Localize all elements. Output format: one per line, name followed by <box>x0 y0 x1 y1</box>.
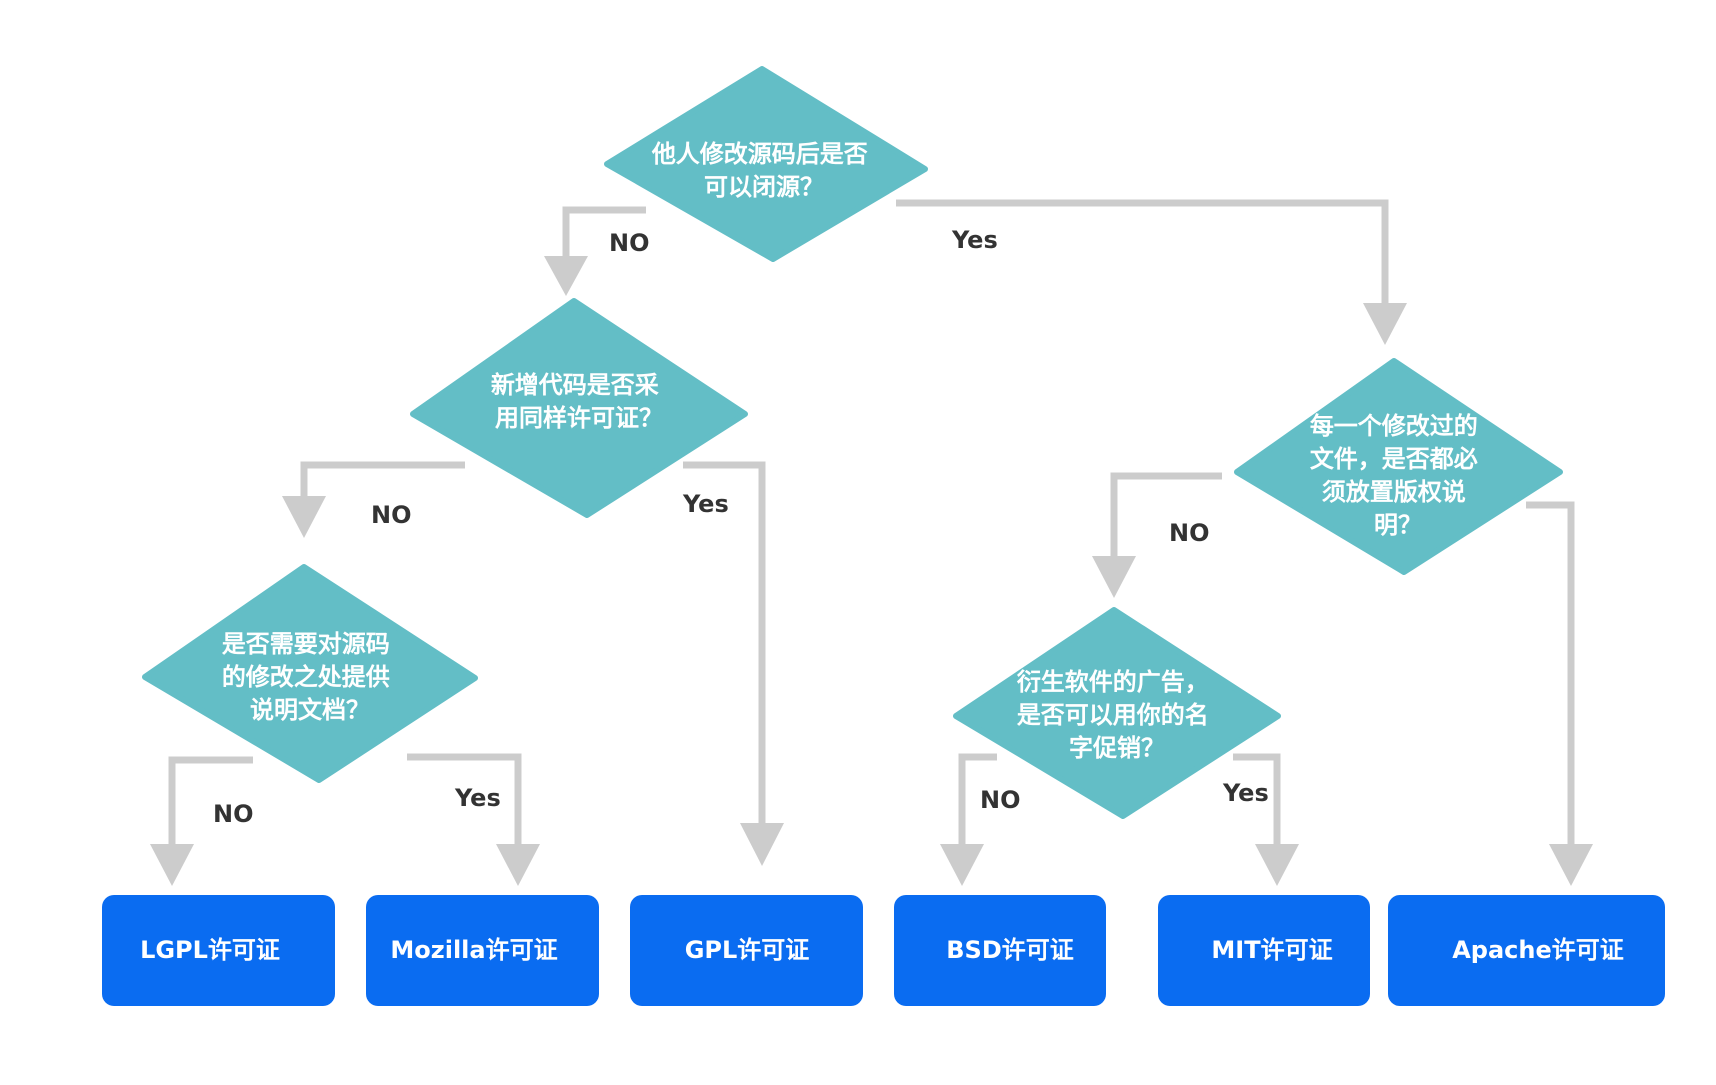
decision-copyright-notice: 每一个修改过的 文件，是否都必 须放置版权说 明？ <box>1234 358 1563 575</box>
result-mit-box <box>1158 895 1370 1006</box>
arrowhead-copyright-no <box>1092 556 1136 598</box>
label-same-license-yes: Yes <box>682 490 729 518</box>
edge-labels: NO Yes NO Yes NO Yes NO NO Yes <box>213 226 1269 828</box>
decision-copyright-notice-text: 每一个修改过的 文件，是否都必 须放置版权说 明？ <box>1310 412 1486 539</box>
connector-copyright-no <box>1110 472 1222 558</box>
decision-copyright-notice-line-3: 须放置版权说 <box>1322 478 1466 506</box>
decision-copyright-notice-line-2: 文件，是否都必 <box>1310 445 1478 473</box>
result-apache: Apache许可证 <box>1388 895 1665 1006</box>
connector-explain-no <box>168 756 253 846</box>
result-apache-box <box>1388 895 1665 1006</box>
connector-explain-yes <box>407 753 522 846</box>
decision-root-shape <box>604 66 928 262</box>
decision-same-license: 新增代码是否采 用同样许可证？ <box>410 298 748 518</box>
result-gpl: GPL许可证 <box>630 895 863 1006</box>
decision-copyright-notice-line-4: 明？ <box>1374 511 1422 539</box>
decision-same-license-shape <box>410 298 748 518</box>
label-root-yes: Yes <box>951 226 998 254</box>
arrowhead-root-no <box>544 256 588 296</box>
result-bsd-box <box>894 895 1106 1006</box>
decision-root-line-2: 可以闭源？ <box>704 173 824 201</box>
result-bsd-label: BSD许可证 <box>946 936 1074 964</box>
label-promote-yes: Yes <box>1222 779 1269 807</box>
arrowhead-explain-no <box>150 844 194 886</box>
decision-copyright-notice-line-1: 每一个修改过的 <box>1310 412 1478 440</box>
connector-same-license-no <box>300 461 465 498</box>
result-apache-label: Apache许可证 <box>1452 936 1624 964</box>
decision-promote-name: 衍生软件的广告， 是否可以用你的名 字促销？ <box>953 607 1281 819</box>
connector-same-license-yes <box>683 461 766 825</box>
result-mit-label: MIT许可证 <box>1211 936 1332 964</box>
label-promote-no: NO <box>980 786 1021 814</box>
decision-promote-name-line-1: 衍生软件的广告， <box>1017 668 1209 696</box>
decision-promote-name-line-3: 字促销？ <box>1069 734 1165 762</box>
decision-root-line-1: 他人修改源码后是否 <box>651 140 868 168</box>
arrowhead-copyright-yes <box>1549 844 1593 886</box>
decision-promote-name-shape <box>953 607 1281 819</box>
result-mozilla-label: Mozilla许可证 <box>390 936 557 964</box>
result-lgpl-label: LGPL许可证 <box>140 936 280 964</box>
connector-promote-yes <box>1233 753 1281 846</box>
result-mit: MIT许可证 <box>1158 895 1370 1006</box>
decision-explain-changes: 是否需要对源码 的修改之处提供 说明文档？ <box>142 564 478 783</box>
label-explain-yes: Yes <box>454 784 501 812</box>
arrowhead-same-license-no <box>282 496 326 538</box>
connectors <box>150 199 1593 886</box>
arrowhead-promote-yes <box>1255 844 1299 886</box>
result-lgpl-box <box>102 895 335 1006</box>
decision-same-license-line-2: 用同样许可证？ <box>495 404 663 432</box>
result-mozilla-box <box>366 895 599 1006</box>
decision-promote-name-text: 衍生软件的广告， 是否可以用你的名 字促销？ <box>1017 668 1217 762</box>
result-bsd: BSD许可证 <box>894 895 1106 1006</box>
label-same-license-no: NO <box>371 501 412 529</box>
decision-explain-changes-line-1: 是否需要对源码 <box>222 630 390 658</box>
decision-promote-name-line-2: 是否可以用你的名 <box>1017 701 1209 729</box>
arrowhead-same-license-yes <box>740 823 784 866</box>
connector-root-yes <box>896 199 1389 305</box>
connector-root-no <box>562 206 646 258</box>
decision-explain-changes-line-3: 说明文档？ <box>250 696 370 724</box>
label-root-no: NO <box>609 229 650 257</box>
connector-copyright-yes <box>1526 501 1575 846</box>
decision-explain-changes-line-2: 的修改之处提供 <box>222 663 390 691</box>
result-lgpl: LGPL许可证 <box>102 895 335 1006</box>
label-copyright-no: NO <box>1169 519 1210 547</box>
decision-copyright-notice-shape <box>1234 358 1563 575</box>
decision-explain-changes-text: 是否需要对源码 的修改之处提供 说明文档？ <box>222 630 398 724</box>
result-gpl-label: GPL许可证 <box>685 936 810 964</box>
arrowhead-promote-no <box>940 844 984 886</box>
result-boxes: LGPL许可证 Mozilla许可证 GPL许可证 BSD许可证 MIT许可证 … <box>102 895 1665 1006</box>
decision-explain-changes-shape <box>142 564 478 783</box>
decision-same-license-text: 新增代码是否采 用同样许可证？ <box>491 371 667 432</box>
arrowhead-root-yes <box>1363 303 1407 345</box>
connector-promote-no <box>958 753 997 846</box>
result-gpl-box <box>630 895 863 1006</box>
arrowhead-explain-yes <box>496 844 540 886</box>
label-explain-no: NO <box>213 800 254 828</box>
decision-same-license-line-1: 新增代码是否采 <box>491 371 659 399</box>
decision-root-text: 他人修改源码后是否 可以闭源？ <box>651 140 876 201</box>
result-mozilla: Mozilla许可证 <box>366 895 599 1006</box>
decision-root: 他人修改源码后是否 可以闭源？ <box>604 66 928 262</box>
